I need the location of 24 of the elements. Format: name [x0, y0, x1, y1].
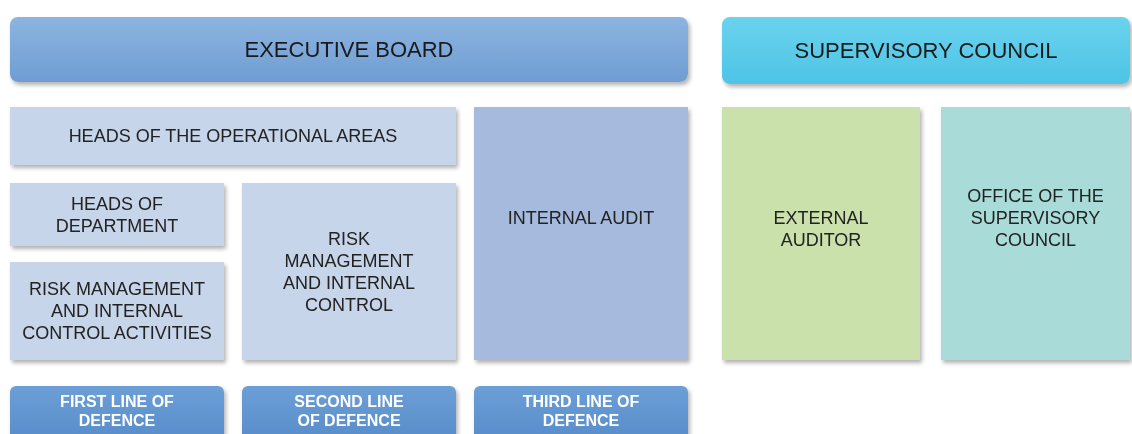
defence-line-tab [474, 386, 688, 434]
node-label: FIRST LINE OF DEFENCE [59, 392, 175, 430]
node-label: HEADS OF THE OPERATIONAL AREAS [68, 125, 398, 147]
role-box [242, 183, 456, 360]
auditor-box [722, 107, 920, 360]
node-label: RISK MANAGEMENT AND INTERNAL CONTROL [282, 227, 416, 316]
defence-line-tab [242, 386, 456, 434]
node-label: EXTERNAL AUDITOR [772, 207, 870, 251]
role-box [10, 107, 456, 165]
council-header [722, 17, 1130, 84]
board-header [10, 17, 688, 82]
audit-box [474, 107, 688, 360]
node-label: SUPERVISORY COUNCIL [794, 39, 1058, 62]
node-label: OFFICE OF THE SUPERVISORY COUNCIL [966, 185, 1105, 251]
node-label: INTERNAL AUDIT [507, 207, 655, 229]
office-box [941, 107, 1130, 360]
defence-line-tab [10, 386, 224, 434]
node-label: HEADS OF DEPARTMENT [54, 192, 180, 237]
node-label: SECOND LINE OF DEFENCE [293, 392, 405, 430]
node-label: RISK MANAGEMENT AND INTERNAL CONTROL ACTIVITIES [21, 278, 213, 344]
role-box [10, 262, 224, 360]
node-label: EXECUTIVE BOARD [244, 38, 454, 61]
role-box [10, 183, 224, 246]
node-label: THIRD LINE OF DEFENCE [521, 392, 641, 430]
